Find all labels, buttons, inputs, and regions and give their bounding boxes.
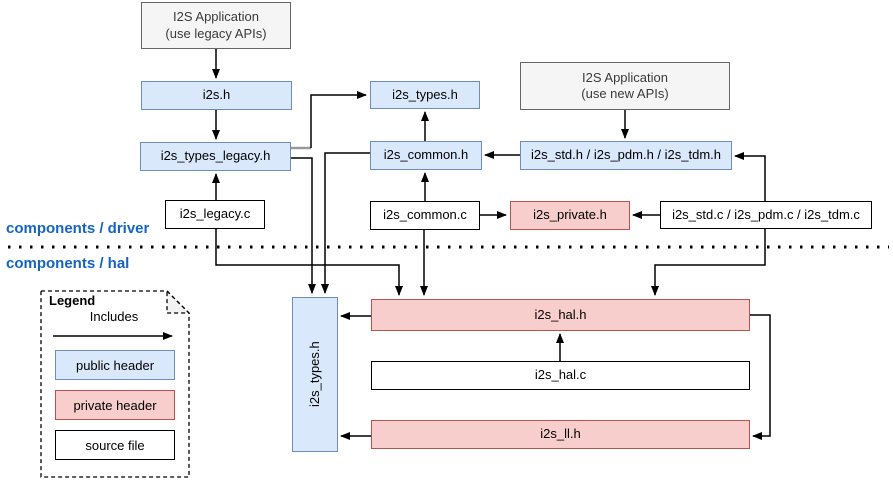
node-i2s-ll-h-label: i2s_ll.h	[540, 426, 581, 442]
node-i2s-application-legacy: I2S Application (use legacy APIs)	[141, 2, 291, 49]
node-i2s-common-h-label: i2s_common.h	[383, 147, 469, 163]
node-i2s-hal-h-label: i2s_hal.h	[534, 306, 587, 322]
node-i2s-types-h-hal-label: i2s_types.h	[306, 341, 322, 408]
app-legacy-line1: I2S Application	[172, 9, 259, 25]
edge-i2s-std-c-to-i2s-std-h	[734, 152, 766, 201]
node-i2s-types-h-driver: i2s_types.h	[370, 81, 480, 109]
node-i2s-types-legacy-h-label: i2s_types_legacy.h	[160, 148, 271, 164]
node-i2s-application-new: I2S Application (use new APIs)	[520, 62, 730, 110]
node-i2s-std-pdm-tdm-c-label: i2s_std.c / i2s_pdm.c / i2s_tdm.c	[672, 206, 860, 222]
legend-border	[40, 290, 190, 478]
node-i2s-legacy-c-label: i2s_legacy.c	[179, 206, 251, 222]
edge-i2s-types-legacy-h-to-driver-i2s-types-h	[310, 91, 367, 148]
edge-i2s-std-c-to-i2s-hal-h	[651, 229, 766, 296]
edge-i2s-hal-h-to-i2s-ll-h	[750, 314, 771, 440]
node-i2s-private-h: i2s_private.h	[510, 201, 630, 230]
app-new-line1: I2S Application	[581, 69, 668, 85]
legend-includes-label: Includes	[89, 309, 139, 324]
legend-item-public-header-label: public header	[75, 357, 155, 373]
node-i2s-types-legacy-h: i2s_types_legacy.h	[140, 142, 291, 171]
legend-title: Legend	[49, 293, 96, 308]
node-i2s-private-h-label: i2s_private.h	[533, 207, 607, 223]
app-legacy-line2: (use legacy APIs)	[165, 25, 267, 41]
edge-i2s-common-h-to-hal-i2s-types-h	[321, 152, 370, 294]
node-i2s-hal-c-label: i2s_hal.c	[534, 367, 587, 383]
node-i2s-common-c: i2s_common.c	[370, 201, 480, 230]
app-new-line2: (use new APIs)	[581, 86, 669, 101]
node-i2s-h-label: i2s.h	[202, 87, 231, 103]
legend-item-private-header: private header	[55, 390, 175, 420]
node-i2s-std-pdm-tdm-h: i2s_std.h / i2s_pdm.h / i2s_tdm.h	[520, 141, 732, 170]
node-i2s-common-c-label: i2s_common.c	[383, 207, 467, 223]
legend: Legend Includes public header private he…	[40, 290, 190, 478]
node-i2s-legacy-c: i2s_legacy.c	[165, 200, 265, 229]
node-i2s-hal-c: i2s_hal.c	[371, 361, 750, 390]
legend-item-public-header: public header	[55, 350, 175, 380]
legend-frame	[40, 290, 190, 478]
node-i2s-h: i2s.h	[141, 81, 292, 110]
edge-i2s-types-legacy-h-to-hal-i2s-types-h	[291, 157, 316, 294]
node-i2s-hal-h: i2s_hal.h	[371, 299, 750, 331]
section-label-components-driver: components / driver	[6, 220, 150, 237]
node-i2s-std-pdm-tdm-c: i2s_std.c / i2s_pdm.c / i2s_tdm.c	[660, 201, 872, 229]
legend-item-private-header-label: private header	[73, 397, 157, 413]
legend-item-source-file-label: source file	[85, 437, 145, 453]
node-i2s-ll-h: i2s_ll.h	[371, 420, 750, 449]
node-i2s-types-h-hal: i2s_types.h	[292, 297, 338, 452]
edge-i2s-legacy-c-to-i2s-hal-h	[215, 229, 403, 296]
legend-item-source-file: source file	[55, 430, 175, 460]
node-i2s-types-h-driver-label: i2s_types.h	[392, 86, 458, 102]
node-i2s-std-pdm-tdm-h-label: i2s_std.h / i2s_pdm.h / i2s_tdm.h	[530, 147, 722, 163]
node-i2s-common-h: i2s_common.h	[370, 141, 482, 170]
section-label-components-hal: components / hal	[6, 255, 130, 272]
